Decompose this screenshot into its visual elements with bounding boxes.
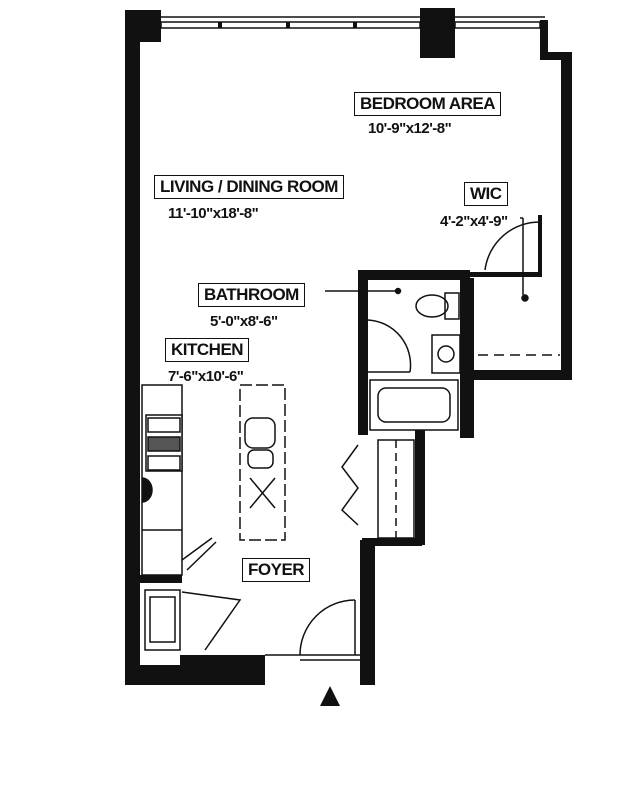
living-size: 11'-10"x18'-8" <box>168 205 259 222</box>
bathroom-label: BATHROOM <box>198 283 305 307</box>
wic-size: 4'-2"x4'-9" <box>440 213 508 230</box>
entry-arrow-icon <box>320 686 340 706</box>
foyer-label: FOYER <box>242 558 311 582</box>
windows <box>160 16 545 29</box>
kitchen-size: 7'-6"x10'-6" <box>168 368 244 385</box>
kitchen-label: KITCHEN <box>165 338 250 362</box>
living-label: LIVING / DINING ROOM <box>154 175 344 199</box>
walls <box>125 8 572 685</box>
bedroom-size: 10'-9"x12'-8" <box>368 120 452 137</box>
bedroom-label: BEDROOM AREA <box>354 92 502 116</box>
stove-burners <box>147 417 181 471</box>
fixtures <box>141 217 560 661</box>
bathroom-size: 5'-0"x8'-6" <box>210 313 278 330</box>
wic-label: WIC <box>464 182 508 206</box>
